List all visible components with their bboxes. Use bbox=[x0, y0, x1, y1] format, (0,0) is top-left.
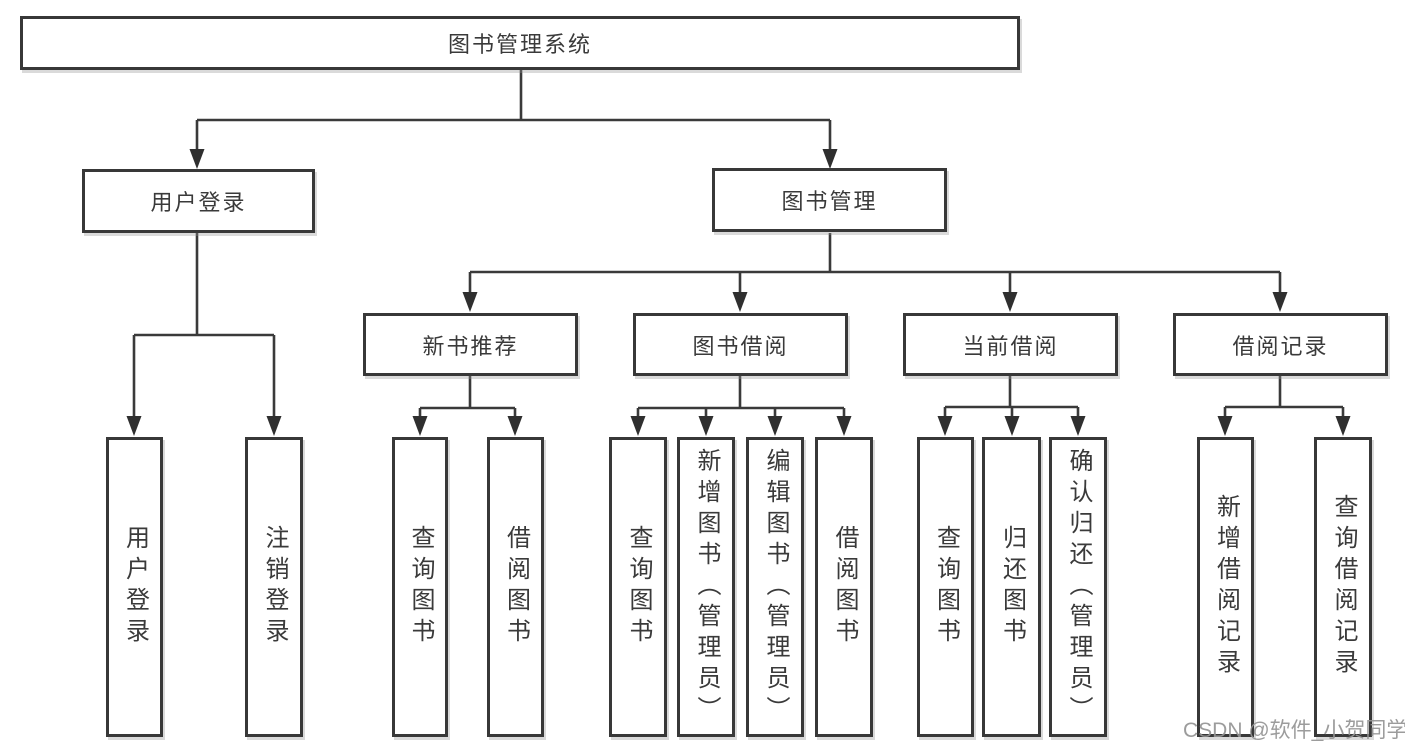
leaf-add-borrow-record: 新增借阅记录 bbox=[1197, 437, 1254, 737]
csdn-watermark: CSDN @软件_小贺同学 bbox=[1183, 719, 1405, 742]
leaf-query-books-borrowing: 查询图书 bbox=[609, 437, 667, 737]
node-library-management-system: 图书管理系统 bbox=[20, 16, 1020, 70]
node-book-borrowing: 图书借阅 bbox=[633, 313, 848, 376]
leaf-query-books-recommend: 查询图书 bbox=[392, 437, 448, 737]
node-new-book-recommendation: 新书推荐 bbox=[363, 313, 578, 376]
node-user-login: 用户登录 bbox=[82, 169, 315, 233]
leaf-return-books: 归还图书 bbox=[982, 437, 1041, 737]
leaf-borrow-books: 借阅图书 bbox=[815, 437, 873, 737]
node-current-borrowing: 当前借阅 bbox=[903, 313, 1118, 376]
leaf-query-borrow-record: 查询借阅记录 bbox=[1314, 437, 1372, 737]
leaf-query-books-current: 查询图书 bbox=[917, 437, 974, 737]
leaf-borrow-books-recommend: 借阅图书 bbox=[487, 437, 544, 737]
node-book-management: 图书管理 bbox=[712, 168, 947, 232]
node-borrowing-records: 借阅记录 bbox=[1173, 313, 1388, 376]
leaf-add-books-admin: 新增图书（管理员） bbox=[677, 437, 735, 737]
leaf-user-login: 用户登录 bbox=[106, 437, 163, 737]
leaf-logout: 注销登录 bbox=[245, 437, 303, 737]
leaf-confirm-return-admin: 确认归还（管理员） bbox=[1049, 437, 1107, 737]
leaf-edit-books-admin: 编辑图书（管理员） bbox=[746, 437, 804, 737]
